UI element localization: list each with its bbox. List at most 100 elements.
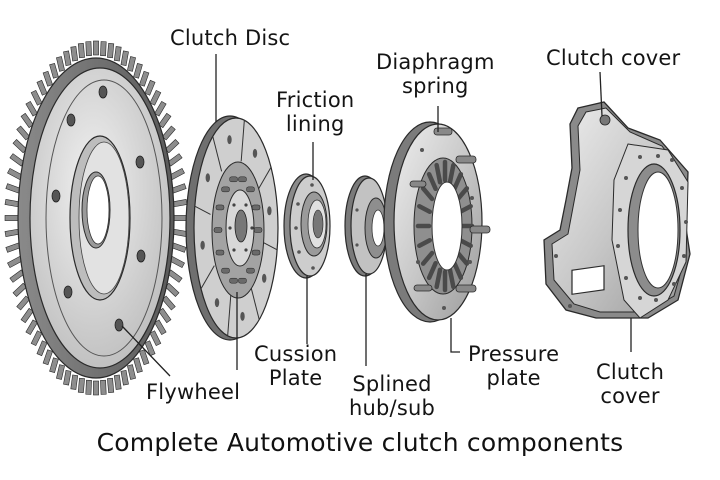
label-line: Clutch Disc [170,26,291,50]
rivet-hole [214,298,220,308]
damper-spring [215,249,225,256]
spring-finger [452,171,464,192]
label-pressure-plate: Pressure plate [468,342,559,390]
cussion-plate-part [283,173,331,279]
label-line: Diaphragm [376,50,495,74]
leader-flywheel [121,325,171,377]
damper-spring [238,277,247,284]
gear-tooth [56,56,65,72]
gear-tooth [42,349,53,366]
label-line: Splined [352,372,432,396]
splined-hub-part [344,175,388,277]
damper-spring [246,186,255,193]
gear-tooth [56,364,65,380]
gear-tooth [133,357,143,374]
gear-tooth [42,70,53,87]
gear-tooth [36,79,48,96]
gear-tooth [120,50,129,66]
gear-tooth [70,46,79,62]
label-line: Flywheel [146,380,241,404]
gear-tooth [4,228,21,237]
gear-tooth [49,357,59,374]
gear-tooth [144,79,156,96]
gear-tooth [63,370,72,386]
gear-tooth [70,374,79,390]
segment-divider [261,241,278,251]
label-diaphragm-spring: Diaphragm spring [376,50,495,98]
flywheel-part [4,40,188,396]
gear-tooth [30,89,43,106]
label-line: hub/sub [349,396,436,420]
damper-spring [221,186,230,193]
damper-spring [221,267,230,274]
segment-divider [200,265,215,290]
spring-finger [417,203,433,215]
spring-finger [434,162,443,185]
damper-spring [229,176,238,183]
gear-tooth [107,43,115,59]
gear-tooth [154,319,167,336]
leader-pressure-plate [450,318,460,353]
spring-finger [420,250,435,266]
damper-spring [251,204,261,211]
spring-finger [434,267,443,290]
flywheel-ring-gear-teeth [4,40,188,396]
diagram-caption: Complete Automotive clutch components [96,428,624,457]
gear-tooth [93,40,99,56]
rivet-hole [205,173,210,183]
label-line: Friction [276,88,355,112]
rivet-hole [240,311,245,321]
gear-tooth [161,125,176,141]
clutch-disc-part [185,115,279,341]
gear-tooth [171,199,188,208]
label-line: Pressure [468,342,560,366]
gear-tooth [139,70,150,87]
label-clutch-cover-top: Clutch cover [546,46,680,70]
gear-tooth [63,50,72,66]
label-cussion-plate: Cussion Plate [254,342,337,390]
gear-tooth [85,379,92,395]
label-line: plate [486,366,541,390]
gear-tooth [85,41,92,57]
damper-springs [213,176,263,284]
spring-finger [426,171,438,192]
label-clutch-disc: Clutch Disc [170,26,290,50]
rivet-hole [227,135,232,145]
label-line: cover [600,384,660,408]
gear-tooth [133,62,143,79]
diaphragm-spring-fingers [415,159,475,293]
spring-finger [426,260,438,281]
spring-finger [420,186,435,202]
label-line: Clutch cover [546,46,681,70]
label-line: Clutch [596,360,665,384]
gear-tooth [113,46,122,62]
spring-finger [447,162,456,185]
damper-spring [238,176,247,183]
leader-lines [121,54,632,377]
gear-tooth [49,62,59,79]
gear-tooth [161,295,176,311]
friction-segments [194,120,278,336]
segment-divider [257,166,272,191]
gear-tooth [4,199,21,208]
label-line: spring [402,74,469,98]
clutch-cover-part [543,101,691,319]
spring-finger [457,237,473,249]
gear-tooth [4,215,20,221]
rivet-hole [200,240,205,250]
label-line: lining [285,112,345,136]
gear-tooth [25,319,38,336]
damper-spring [251,249,261,256]
segment-divider [212,136,223,172]
gear-tooth [113,374,122,390]
gear-tooth [16,125,31,141]
label-line: Cussion [254,342,338,366]
damper-spring [253,227,263,233]
gear-tooth [127,56,136,72]
gear-tooth [16,295,31,311]
rivet-hole [267,206,272,216]
gear-tooth [77,43,85,59]
segment-divider [240,120,245,162]
gear-tooth [149,330,162,347]
